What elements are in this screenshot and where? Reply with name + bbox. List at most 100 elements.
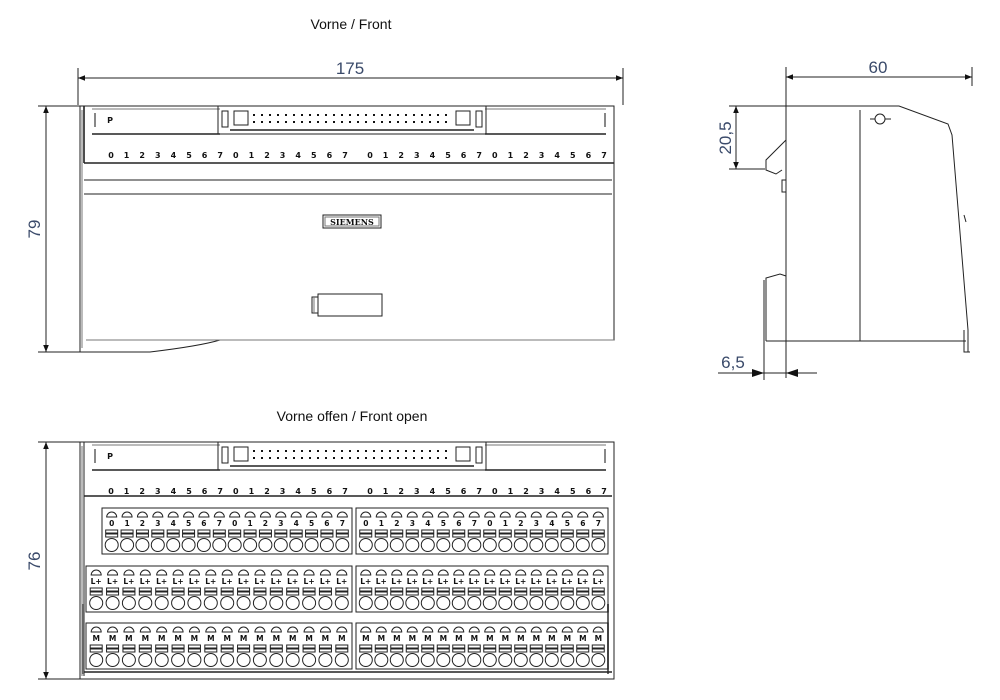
wire-entry-icon xyxy=(220,653,235,667)
terminal-label: L+ xyxy=(453,577,464,586)
terminal-marker-bar xyxy=(335,644,349,649)
wire-entry-icon xyxy=(575,538,590,552)
terminal-marker-bar xyxy=(106,591,120,596)
terminal-marker-bar xyxy=(89,587,103,592)
connector-frame xyxy=(217,441,487,471)
release-button-icon xyxy=(188,626,200,633)
terminal-block-frame xyxy=(355,565,609,613)
wire-entry-icon xyxy=(302,653,317,667)
terminal-marker-bar xyxy=(467,648,481,653)
terminal-marker-bar xyxy=(228,529,242,534)
terminal-marker-bar xyxy=(274,529,288,534)
terminal-marker-bar xyxy=(390,529,404,534)
wire-entry-icon xyxy=(258,538,273,552)
connector-pin xyxy=(293,457,295,459)
channel-number: 1 xyxy=(383,487,389,496)
wire-entry-icon xyxy=(104,538,119,552)
terminal-marker-bar xyxy=(182,529,196,534)
terminal: 6 xyxy=(319,511,334,552)
terminal: M xyxy=(138,626,153,667)
terminal-label: L+ xyxy=(391,577,402,586)
terminal-label: 6 xyxy=(324,519,329,528)
terminal-marker-bar xyxy=(452,529,466,534)
terminal-marker-bar xyxy=(591,591,605,596)
terminal-marker-bar xyxy=(359,644,373,649)
release-button-icon xyxy=(484,511,496,518)
release-button-icon xyxy=(238,626,250,633)
terminal-marker-bar xyxy=(258,529,272,534)
terminal-marker-bar xyxy=(359,591,373,596)
terminal-label: L+ xyxy=(304,577,315,586)
wire-entry-icon xyxy=(304,538,319,552)
connector-pin xyxy=(325,121,327,123)
release-button-icon xyxy=(221,626,233,633)
wire-entry-icon xyxy=(374,653,389,667)
wire-entry-icon xyxy=(544,538,559,552)
connector-pin xyxy=(405,450,407,452)
terminal-marker-bar xyxy=(560,644,574,649)
wire-entry-icon xyxy=(544,653,559,667)
connector-pin xyxy=(341,457,343,459)
terminal: M xyxy=(513,626,528,667)
wire-entry-icon xyxy=(575,653,590,667)
connector-pin xyxy=(421,457,423,459)
wire-entry-icon xyxy=(560,596,575,610)
terminal-marker-bar xyxy=(212,533,226,538)
channel-number: 1 xyxy=(508,487,514,496)
wire-entry-icon xyxy=(358,538,373,552)
terminal-marker-bar xyxy=(274,533,288,538)
terminal: L+ xyxy=(154,569,169,610)
release-button-icon xyxy=(515,511,527,518)
terminal: M xyxy=(105,626,120,667)
release-button-icon xyxy=(530,511,542,518)
terminal-marker-bar xyxy=(138,644,152,649)
terminal: L+ xyxy=(285,569,300,610)
terminal-marker-bar xyxy=(228,533,242,538)
slot-label: P xyxy=(107,116,113,125)
channel-number: 4 xyxy=(554,487,560,496)
wire-entry-icon xyxy=(451,653,466,667)
front-view: Vorne / Front 175 79 xyxy=(25,16,624,353)
terminal-marker-bar xyxy=(318,587,332,592)
terminal-marker-bar xyxy=(452,644,466,649)
connector-pin xyxy=(317,450,319,452)
connector-pin xyxy=(381,457,383,459)
connector-pin xyxy=(277,450,279,452)
connector-pin xyxy=(397,450,399,452)
release-button-icon xyxy=(336,569,348,576)
terminal-label: M xyxy=(142,634,149,643)
terminal: 3 xyxy=(405,511,420,552)
terminal: L+ xyxy=(318,569,333,610)
terminal-label: M xyxy=(322,634,329,643)
connector-pin xyxy=(437,457,439,459)
connector-key-right xyxy=(455,110,471,126)
connector-pin xyxy=(253,114,255,116)
release-button-icon xyxy=(561,626,573,633)
connector-pin xyxy=(349,457,351,459)
terminal: M xyxy=(220,626,235,667)
terminal: 4 xyxy=(289,511,304,552)
width-dimension-value: 175 xyxy=(336,59,364,78)
terminal-marker-bar xyxy=(560,529,574,534)
wire-entry-icon xyxy=(389,596,404,610)
terminal-label: 4 xyxy=(549,519,554,528)
terminal-marker-bar xyxy=(320,529,334,534)
terminal-marker-bar xyxy=(405,533,419,538)
connector-pin xyxy=(333,457,335,459)
connector-pin xyxy=(389,114,391,116)
release-button-icon xyxy=(287,626,299,633)
wire-entry-icon xyxy=(389,538,404,552)
terminal-label: 0 xyxy=(109,519,114,528)
wire-entry-icon xyxy=(420,596,435,610)
connector-pin xyxy=(357,457,359,459)
terminal-label: 7 xyxy=(340,519,345,528)
terminal-marker-bar xyxy=(529,587,543,592)
channel-number: 3 xyxy=(414,151,420,160)
terminal-marker-bar xyxy=(122,591,136,596)
channel-number: 4 xyxy=(554,151,560,160)
terminal-marker-bar xyxy=(120,533,134,538)
terminal-label: 3 xyxy=(410,519,415,528)
terminal-marker-bar xyxy=(286,648,300,653)
